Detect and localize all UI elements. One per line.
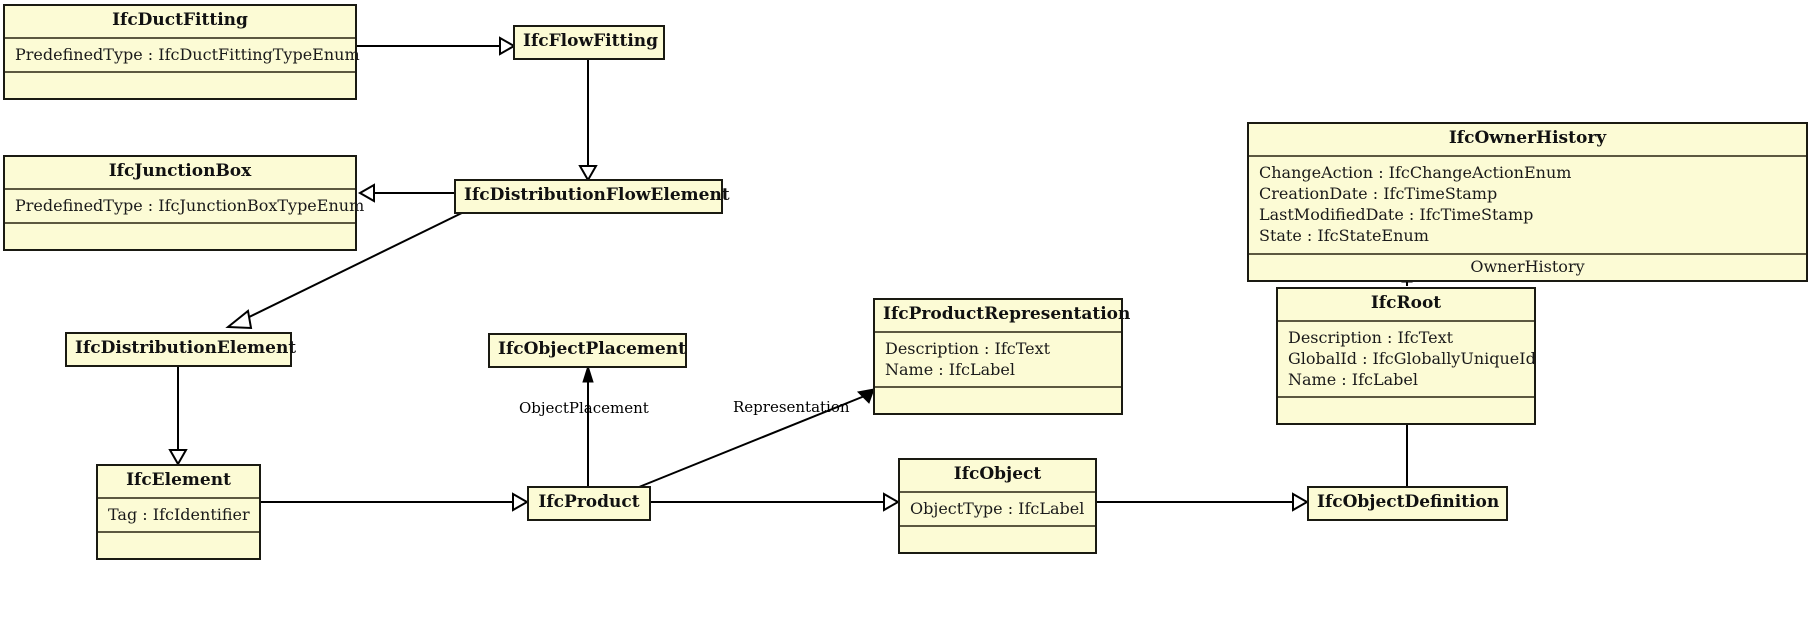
class-box-ifcflowfitting[interactable]: IfcFlowFitting	[513, 25, 665, 60]
compartment-divider	[875, 330, 1121, 333]
attribute-row: PredefinedType : IfcDuctFittingTypeEnum	[15, 44, 360, 64]
compartment-divider	[1249, 154, 1806, 157]
class-title: IfcOwnerHistory	[1448, 128, 1607, 148]
class-box-ifcductfitting[interactable]: IfcDuctFitting PredefinedType : IfcDuctF…	[3, 4, 360, 100]
class-title: IfcObject	[953, 464, 1042, 484]
edge-label-representation: Representation	[733, 398, 850, 416]
class-title: IfcObjectPlacement	[498, 339, 686, 359]
class-operations	[5, 224, 355, 249]
class-operations: OwnerHistory	[1470, 256, 1585, 276]
compartment-divider	[5, 221, 355, 224]
class-operations	[5, 73, 355, 98]
class-title: IfcElement	[126, 470, 231, 490]
compartment-divider	[875, 386, 1121, 389]
edge-label-object-placement: ObjectPlacement	[519, 399, 649, 417]
class-title: IfcFlowFitting	[523, 31, 659, 51]
class-operations	[900, 527, 1095, 552]
class-title: IfcProduct	[538, 492, 640, 512]
compartment-divider	[5, 36, 355, 39]
class-operations	[875, 388, 1121, 413]
compartment-divider	[5, 70, 355, 73]
class-box-ifcownerhistory[interactable]: IfcOwnerHistory ChangeAction : IfcChange…	[1247, 122, 1808, 282]
class-box-ifcdistributionelement[interactable]: IfcDistributionElement	[65, 332, 297, 367]
class-box-ifcobjectplacement[interactable]: IfcObjectPlacement	[488, 333, 687, 368]
class-attributes: PredefinedType : IfcDuctFittingTypeEnum	[5, 39, 360, 71]
compartment-divider	[1278, 396, 1534, 399]
class-title: IfcDistributionFlowElement	[464, 185, 730, 205]
class-box-ifcobject[interactable]: IfcObject ObjectType : IfcLabel	[898, 458, 1097, 554]
class-box-ifcobjectdefinition[interactable]: IfcObjectDefinition	[1307, 486, 1508, 521]
attribute-row: Description : IfcText	[885, 338, 1051, 358]
compartment-divider	[98, 496, 259, 499]
attribute-row: Name : IfcLabel	[885, 359, 1015, 379]
compartment-divider	[900, 524, 1095, 527]
class-title: IfcDuctFitting	[112, 10, 248, 30]
class-attributes: ChangeAction : IfcChangeActionEnum Creat…	[1249, 157, 1806, 253]
class-box-ifcproduct[interactable]: IfcProduct	[527, 486, 651, 521]
class-box-ifcelement[interactable]: IfcElement Tag : IfcIdentifier	[96, 464, 261, 560]
attribute-row: LastModifiedDate : IfcTimeStamp	[1259, 205, 1534, 225]
class-title: IfcProductRepresentation	[883, 304, 1131, 324]
edge-ifcproduct-to-ifcobjectplacement	[582, 364, 594, 486]
class-title: IfcJunctionBox	[108, 161, 252, 181]
attribute-row: PredefinedType : IfcJunctionBoxTypeEnum	[15, 195, 365, 215]
attribute-row: CreationDate : IfcTimeStamp	[1259, 183, 1498, 203]
edge-ifcdistributionflowelement-to-ifcjunctionbox	[357, 183, 454, 203]
class-box-ifcroot[interactable]: IfcRoot Description : IfcText GlobalId :…	[1276, 287, 1536, 426]
class-title: IfcRoot	[1370, 293, 1442, 313]
edge-ifcdistributionelement-to-ifcelement	[168, 366, 188, 467]
compartment-divider	[1278, 319, 1534, 322]
class-title: IfcObjectDefinition	[1317, 492, 1500, 512]
edge-ifcelement-to-ifcproduct	[261, 492, 530, 512]
class-attributes: Description : IfcText GlobalId : IfcGlob…	[1278, 322, 1536, 397]
class-box-ifcjunctionbox[interactable]: IfcJunctionBox PredefinedType : IfcJunct…	[3, 155, 365, 251]
attribute-row: State : IfcStateEnum	[1259, 226, 1429, 246]
class-attributes: ObjectType : IfcLabel	[900, 493, 1095, 525]
attribute-row: GlobalId : IfcGloballyUniqueId	[1288, 348, 1536, 368]
edge-ifcobject-to-ifcobjectdefinition	[1097, 492, 1310, 512]
attribute-row: ObjectType : IfcLabel	[910, 498, 1085, 518]
attribute-row: ChangeAction : IfcChangeActionEnum	[1259, 162, 1572, 182]
compartment-divider	[5, 187, 355, 190]
class-attributes: Tag : IfcIdentifier	[98, 499, 259, 531]
edge-ifcductfitting-to-ifcflowfitting	[357, 36, 517, 56]
class-attributes: Description : IfcText Name : IfcLabel	[875, 333, 1121, 387]
edge-ifcproduct-to-ifcobject	[651, 492, 901, 512]
attribute-row: Name : IfcLabel	[1288, 370, 1418, 390]
compartment-divider	[1249, 252, 1806, 255]
class-box-ifcdistributionflowelement[interactable]: IfcDistributionFlowElement	[454, 179, 730, 214]
class-operations	[98, 533, 259, 558]
compartment-divider	[900, 490, 1095, 493]
attribute-row: Description : IfcText	[1288, 327, 1454, 347]
class-operations	[1278, 398, 1534, 423]
class-box-ifcproductrepresentation[interactable]: IfcProductRepresentation Description : I…	[873, 298, 1131, 416]
edge-ifcflowfitting-to-ifcdistributionflowelement	[578, 59, 598, 183]
compartment-divider	[98, 530, 259, 533]
class-attributes: PredefinedType : IfcJunctionBoxTypeEnum	[5, 190, 365, 222]
class-title: IfcDistributionElement	[75, 338, 297, 358]
attribute-row: Tag : IfcIdentifier	[108, 504, 250, 524]
